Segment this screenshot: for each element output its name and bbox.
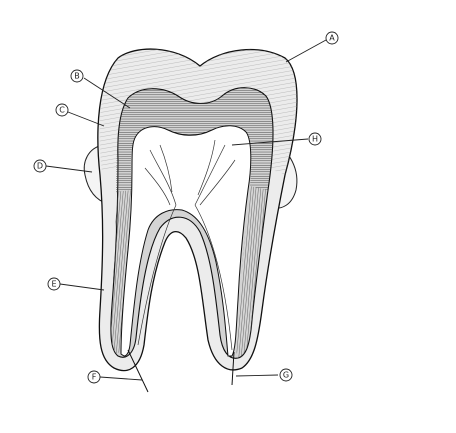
svg-text:E: E xyxy=(51,280,56,289)
label-g: G xyxy=(279,368,293,382)
pulp xyxy=(120,125,252,357)
label-e: E xyxy=(47,277,61,291)
leader-a xyxy=(285,39,327,63)
svg-text:H: H xyxy=(312,135,318,144)
leader-b xyxy=(83,77,131,109)
root-tip-line-right xyxy=(231,351,235,386)
leader-c xyxy=(67,111,105,127)
enamel xyxy=(99,49,298,175)
leader-e xyxy=(59,283,105,291)
root-tip-line-left xyxy=(127,349,149,393)
label-c: C xyxy=(55,103,69,117)
pulp-nerves xyxy=(137,139,236,351)
svg-text:B: B xyxy=(74,72,80,81)
svg-text:C: C xyxy=(59,106,65,115)
svg-text:A: A xyxy=(329,34,335,43)
label-h: H xyxy=(308,132,322,146)
dentin-crown-texture xyxy=(116,87,273,192)
label-b: B xyxy=(70,69,84,83)
leader-d xyxy=(45,165,93,173)
label-d: D xyxy=(33,159,47,173)
svg-text:F: F xyxy=(92,373,97,382)
leader-g xyxy=(235,374,279,377)
leader-h xyxy=(231,138,309,146)
label-f: F xyxy=(87,370,101,384)
label-a: A xyxy=(325,31,339,45)
svg-text:D: D xyxy=(37,162,43,171)
svg-text:G: G xyxy=(283,371,289,380)
leader-f xyxy=(99,376,143,381)
dentin-root-texture xyxy=(110,186,268,358)
